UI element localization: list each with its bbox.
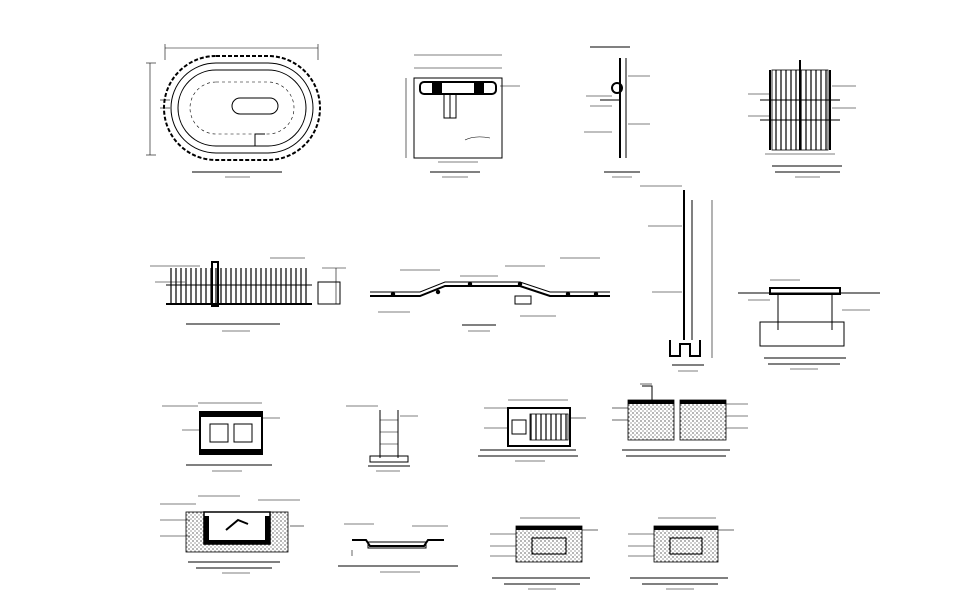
small-pit-section-a-drawing [490, 517, 598, 590]
column-section-drawing [346, 405, 418, 472]
fence-elevation-drawing [150, 257, 346, 332]
pipe-layout-drawing [370, 257, 610, 332]
railing-section-drawing [748, 60, 856, 178]
grate-section-drawing [478, 399, 586, 462]
oval-pool-plan-drawing [146, 44, 321, 178]
bench-section-drawing [738, 279, 880, 370]
pit-section-a-drawing [162, 402, 280, 472]
double-pit-section-drawing [612, 383, 748, 457]
small-pit-section-b-drawing [628, 517, 734, 590]
channel-section-drawing [338, 523, 458, 573]
drain-pit-section-drawing [160, 495, 304, 574]
tall-post-drawing [640, 185, 713, 372]
wall-bracket-drawing [584, 46, 650, 178]
panel-elevation-drawing [405, 54, 520, 178]
